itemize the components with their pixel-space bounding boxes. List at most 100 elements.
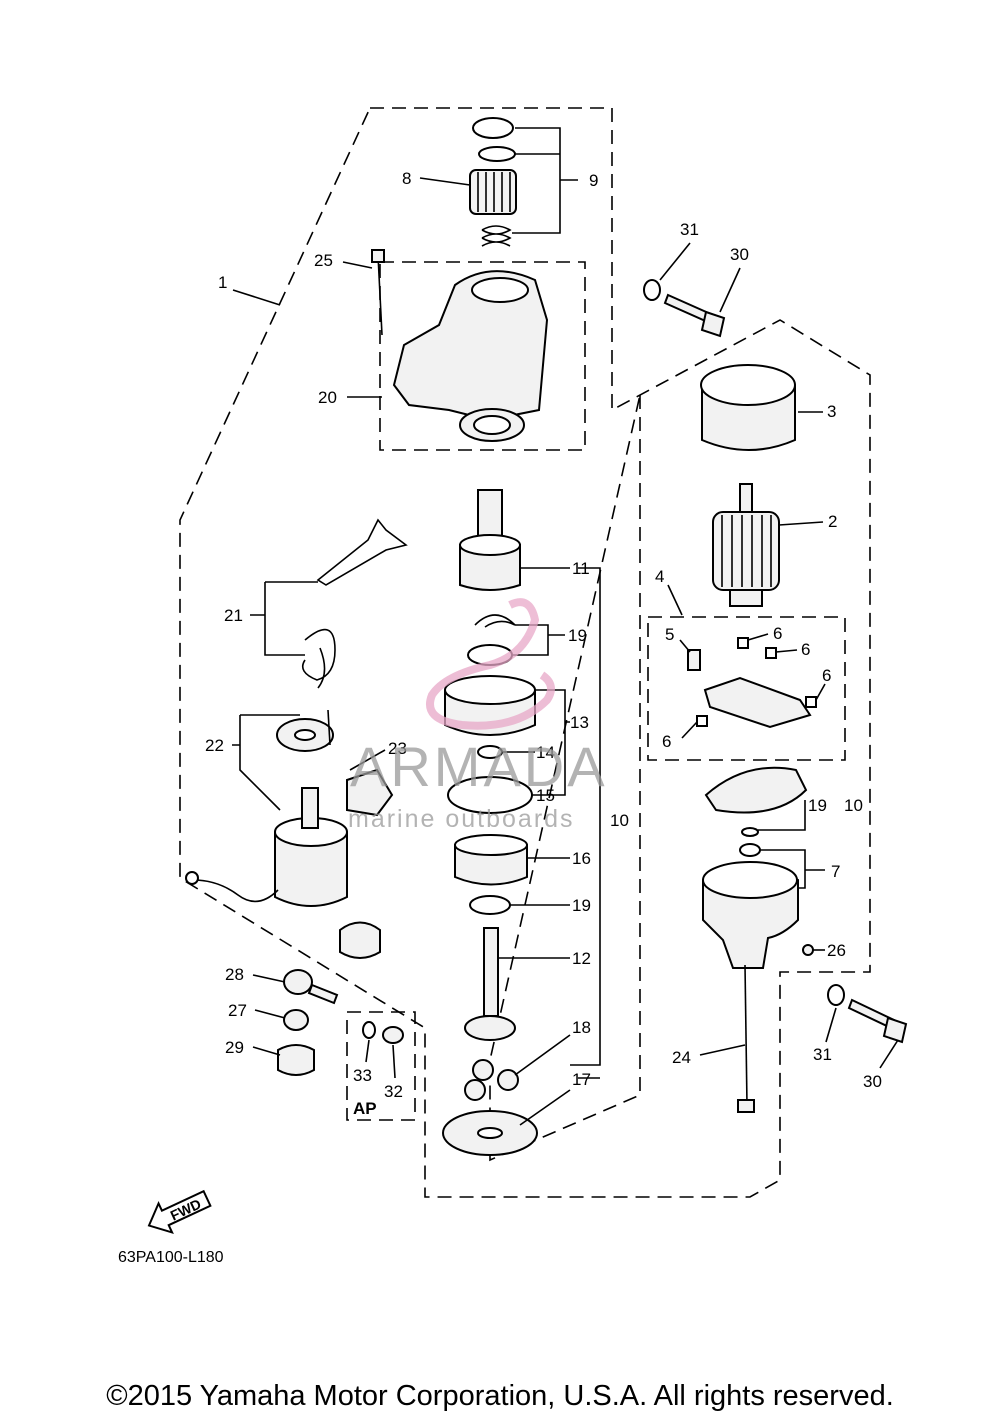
- callout-19c: 19: [572, 896, 591, 915]
- leader-6d: [681, 721, 698, 739]
- part-18-gear-c: [464, 1079, 486, 1101]
- leader-2: [778, 521, 824, 526]
- part-2-windings: [721, 515, 772, 587]
- part-2-commutator: [729, 589, 763, 607]
- callout-16: 16: [572, 849, 591, 868]
- part-19-washer-c: [469, 895, 511, 915]
- part-24-bolt-head: [737, 1099, 755, 1113]
- leader-30b: [879, 1039, 899, 1069]
- part-30-bolt-a-head: [700, 310, 726, 338]
- part-18-gear-b: [497, 1069, 519, 1091]
- callout-32: 32: [384, 1082, 403, 1101]
- callout-9: 9: [589, 171, 598, 190]
- callout-30b: 30: [863, 1072, 882, 1091]
- callout-28: 28: [225, 965, 244, 984]
- diagram-code: 63PA100-L180: [118, 1249, 224, 1266]
- leader-6b: [775, 649, 798, 653]
- part-6-spring-d: [696, 715, 708, 727]
- callout-20: 20: [318, 388, 337, 407]
- fwd-arrow-icon: FWD: [147, 1189, 212, 1235]
- callout-26: 26: [827, 941, 846, 960]
- part-20-housing: [392, 270, 549, 422]
- leader-33: [365, 1039, 370, 1063]
- leader-27: [254, 1009, 286, 1019]
- part-8-teeth: [477, 172, 511, 212]
- part-23-boot: [346, 768, 394, 817]
- part-boot-loose: [339, 921, 381, 959]
- part-19-washer: [741, 827, 759, 837]
- leader-25: [342, 261, 373, 269]
- part-20-bearing-inner: [473, 415, 511, 435]
- part-9-spring: [481, 225, 512, 247]
- callout-6a: 6: [773, 624, 782, 643]
- callout-4: 4: [655, 567, 664, 586]
- part-22-gasket-hole: [294, 729, 316, 741]
- leader-17: [519, 1089, 571, 1126]
- leader-28: [252, 974, 286, 983]
- leader-31b: [825, 1007, 837, 1043]
- group-boundary-ap: [346, 1011, 416, 1121]
- callout-29: 29: [225, 1038, 244, 1057]
- part-22-wire: [192, 879, 279, 903]
- part-28-bolt: [307, 983, 339, 1005]
- callout-3: 3: [827, 402, 836, 421]
- part-19-clip: [474, 614, 516, 628]
- part-12-plate: [464, 1015, 516, 1041]
- callout-19a: 19: [808, 796, 827, 815]
- callout-7: 7: [831, 862, 840, 881]
- callout-12: 12: [572, 949, 591, 968]
- part-29-cap: [277, 1044, 315, 1076]
- part-6-spring-c: [805, 696, 817, 708]
- part-33-clip: [362, 1021, 376, 1039]
- ap-label: AP: [353, 1099, 377, 1118]
- part-5-brush: [687, 649, 701, 671]
- callout-33: 33: [353, 1066, 372, 1085]
- callout-8: 8: [402, 169, 411, 188]
- part-19-plate: [704, 766, 808, 814]
- copyright-notice: ©2015 Yamaha Motor Corporation, U.S.A. A…: [106, 1380, 894, 1412]
- leader-9: [512, 127, 578, 234]
- part-25-bolt: [377, 254, 383, 336]
- leader-32: [392, 1044, 396, 1079]
- part-32-nut: [382, 1026, 404, 1044]
- callout-30a: 30: [730, 245, 749, 264]
- part-30-bolt-b-head: [882, 1016, 908, 1044]
- part-2-shaft-top: [739, 483, 753, 513]
- leader-4: [667, 584, 683, 616]
- watermark: ARMADA marine outboards: [348, 598, 608, 833]
- callout-25: 25: [314, 251, 333, 270]
- leader-31a: [659, 242, 691, 281]
- callout-21: 21: [224, 606, 243, 625]
- callout-14: 14: [536, 743, 555, 762]
- watermark-logo-icon: [426, 598, 555, 730]
- part-22-screw: [327, 709, 331, 746]
- part-4-brush-holder: [703, 676, 812, 729]
- leader-23: [349, 749, 386, 771]
- callout-19b: 19: [568, 626, 587, 645]
- leader-29: [252, 1046, 281, 1056]
- part-28-nut: [283, 969, 313, 995]
- part-9-seal: [472, 117, 514, 139]
- part-7-cover-rim: [702, 861, 798, 899]
- callout-24: 24: [672, 1048, 691, 1067]
- leader-8: [419, 177, 471, 186]
- callout-6c: 6: [822, 666, 831, 685]
- leader-22: [232, 714, 300, 811]
- part-6-spring-b: [765, 647, 777, 659]
- part-13-top: [444, 675, 536, 705]
- callout-18: 18: [572, 1018, 591, 1037]
- callout-22: 22: [205, 736, 224, 755]
- callout-6d: 6: [662, 732, 671, 751]
- watermark-brand: ARMADA: [350, 735, 608, 798]
- callout-1: 1: [218, 273, 227, 292]
- part-18-gear-a: [472, 1059, 494, 1081]
- part-11-clutch-top: [459, 534, 521, 556]
- part-12-shaft: [483, 927, 499, 1017]
- leader-6c: [815, 683, 826, 701]
- leader-7: [760, 849, 825, 889]
- part-11-clutch: [459, 544, 521, 591]
- leader-1: [232, 289, 281, 306]
- leader-11: [520, 567, 601, 1079]
- group-boundary-20: [379, 261, 586, 451]
- part-31-washer-b: [827, 984, 845, 1006]
